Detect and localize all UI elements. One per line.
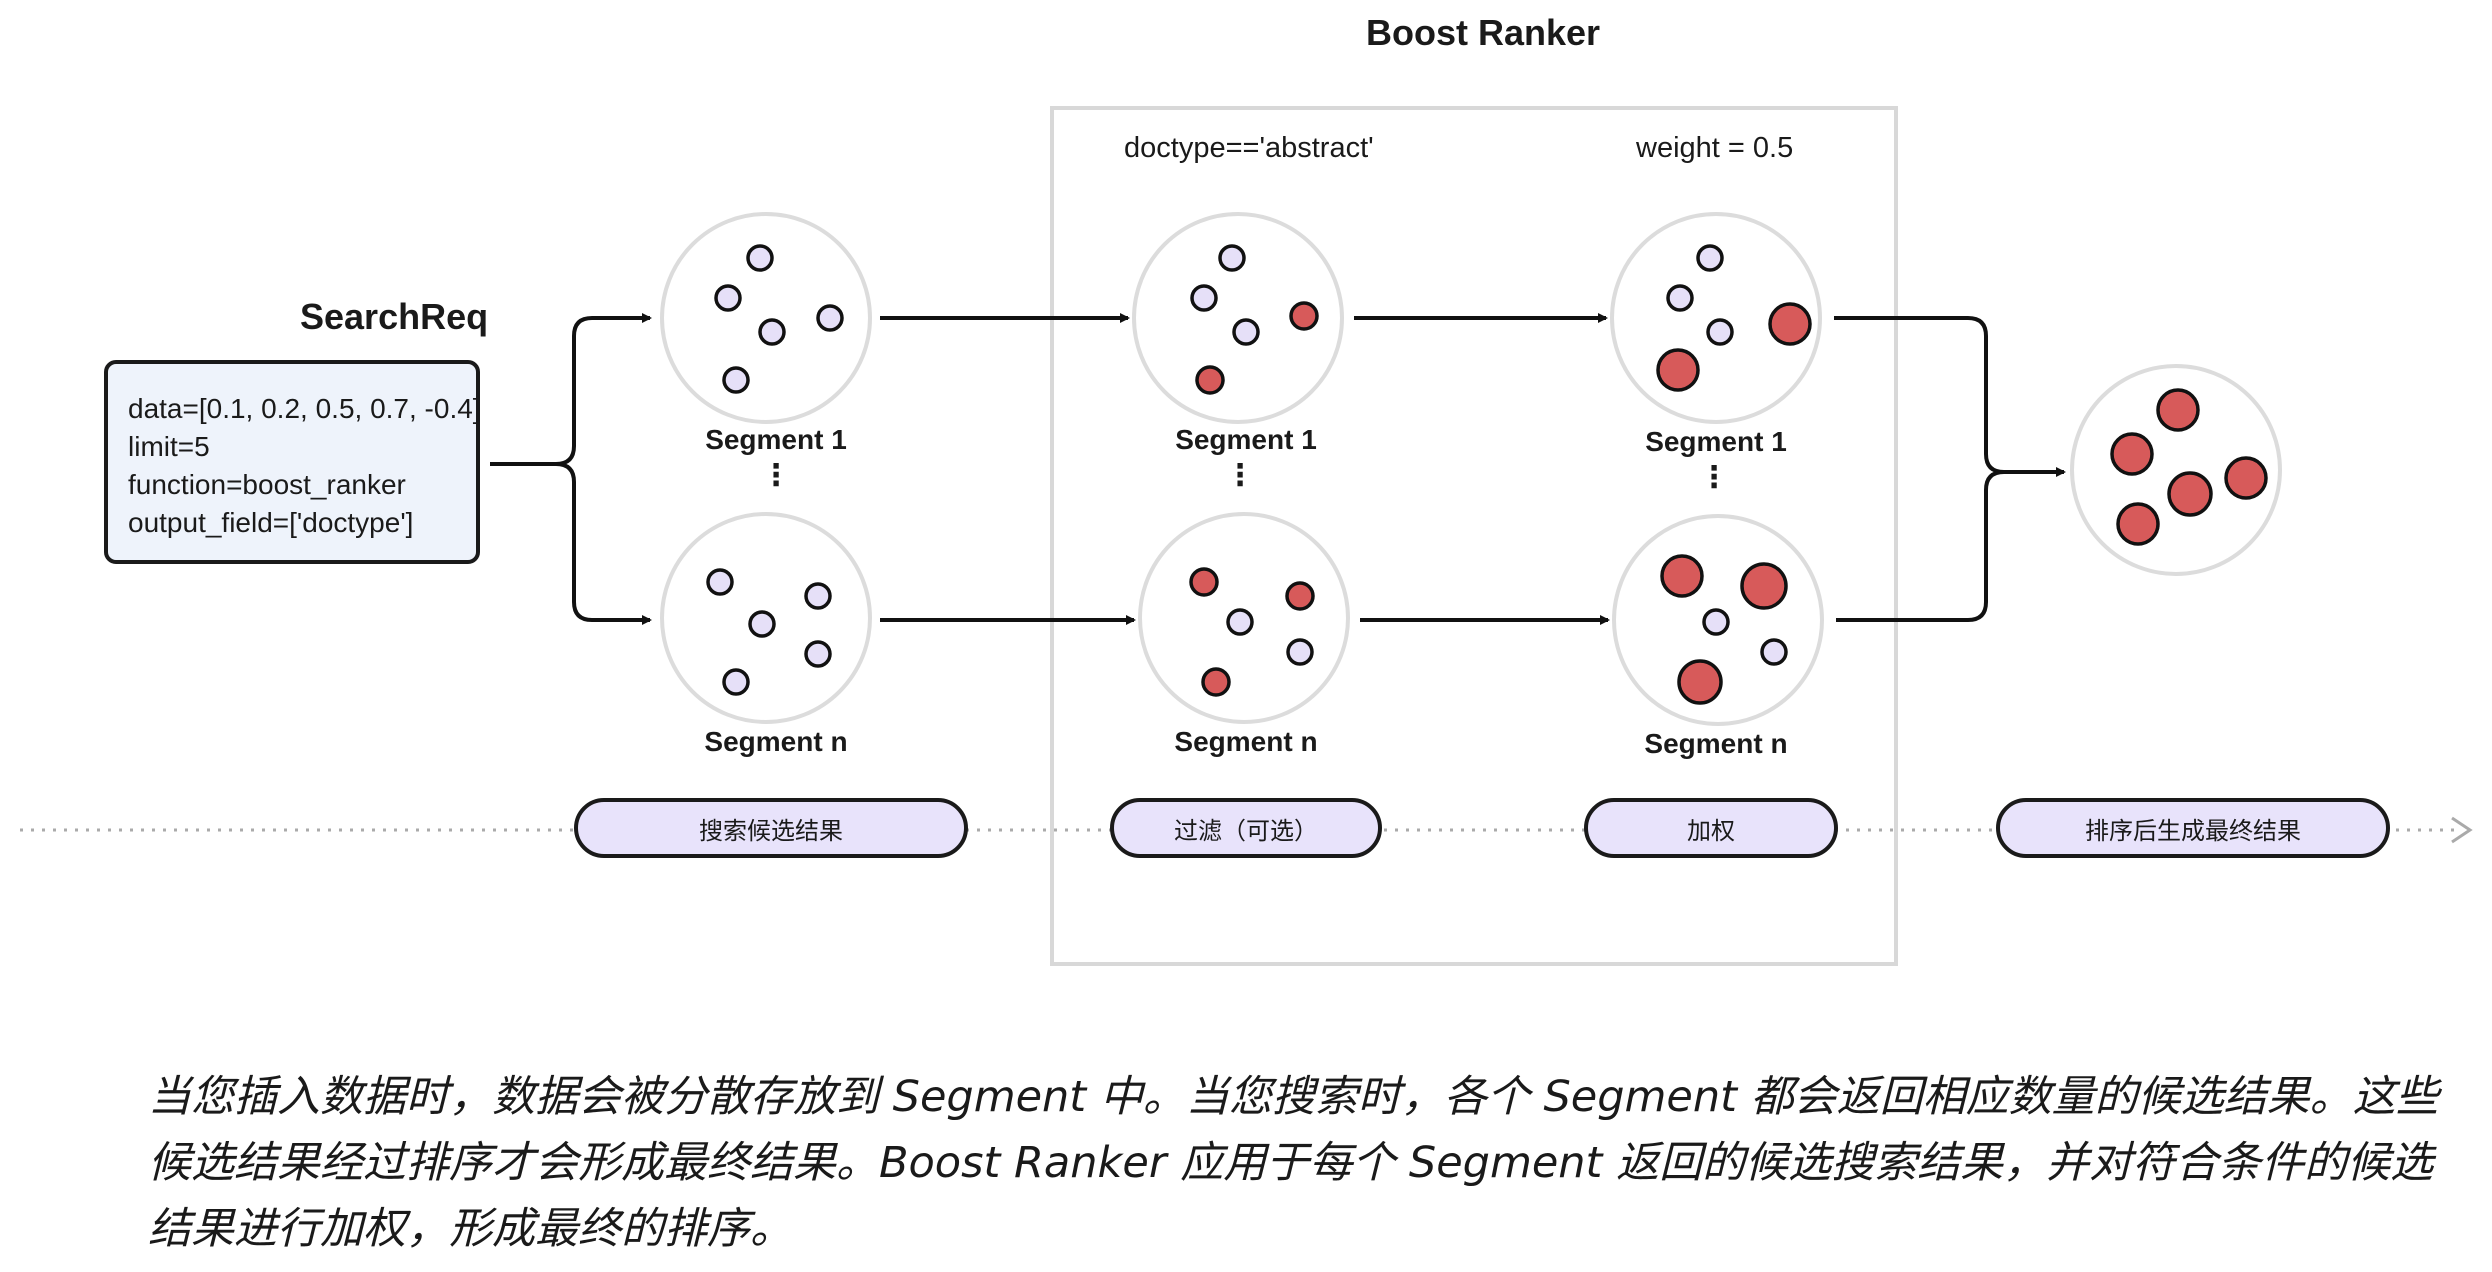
candidate-result-dot: [804, 582, 832, 610]
search-request-box: data=[0.1, 0.2, 0.5, 0.7, -0.4] limit=5 …: [104, 360, 481, 564]
segment-label: Segment 1: [1175, 424, 1317, 455]
candidate-result-dot: [1760, 638, 1788, 666]
candidate-result-dot: [722, 366, 750, 394]
matched-result-dot: [1660, 554, 1704, 598]
stage-pill-search: 搜索候选结果: [574, 798, 968, 858]
matched-result-dot: [2167, 471, 2213, 517]
matched-result-dot: [1201, 667, 1231, 697]
ellipsis-icon: ⋮: [1225, 459, 1255, 492]
stage-pill-weight: 加权: [1584, 798, 1838, 858]
filter-condition-label: doctype=='abstract': [1124, 132, 1374, 164]
search-request-title: SearchReq: [300, 296, 489, 337]
candidate-result-dot: [1286, 638, 1314, 666]
candidate-result-dot: [816, 304, 844, 332]
stage-pill-filter: 过滤（可选）: [1110, 798, 1382, 858]
candidate-result-dot: [804, 640, 832, 668]
candidate-result-dot: [1226, 608, 1254, 636]
candidate-result-dot: [1666, 284, 1694, 312]
segment-label: Segment 1: [1645, 426, 1787, 457]
matched-result-dot: [2224, 456, 2268, 500]
candidate-result-dot: [1232, 318, 1260, 346]
candidate-result-dot: [746, 244, 774, 272]
candidate-result-dot: [714, 284, 742, 312]
ellipsis-icon: ⋮: [1699, 461, 1729, 494]
matched-result-dot: [2110, 432, 2154, 476]
matched-result-dot: [1289, 301, 1319, 331]
request-param: limit=5: [128, 431, 210, 462]
candidate-result-dot: [706, 568, 734, 596]
segment-circle: [1132, 212, 1344, 424]
candidate-result-dot: [1696, 244, 1724, 272]
weight-condition-label: weight = 0.5: [1636, 132, 1794, 164]
matched-result-dot: [1740, 562, 1788, 610]
matched-result-dot: [2156, 388, 2200, 432]
matched-result-dot: [1285, 581, 1315, 611]
merge-connector: [1834, 316, 2066, 477]
candidate-result-dot: [1706, 318, 1734, 346]
candidate-result-dot: [1218, 244, 1246, 272]
segment-circle: [660, 212, 872, 424]
merge-connector-n: [1836, 470, 2005, 622]
candidate-result-dot: [758, 318, 786, 346]
request-param: function=boost_ranker: [128, 469, 406, 500]
segment-label: Segment n: [1174, 726, 1318, 757]
matched-result-dot: [1677, 659, 1723, 705]
request-param: output_field=['doctype']: [128, 507, 414, 538]
stage-pill-final-sort: 排序后生成最终结果: [1996, 798, 2390, 858]
matched-result-dot: [1195, 365, 1225, 395]
matched-result-dot: [1656, 348, 1700, 392]
request-param: data=[0.1, 0.2, 0.5, 0.7, -0.4]: [128, 393, 481, 424]
matched-result-dot: [1768, 302, 1812, 346]
boost-ranker-frame: [1050, 106, 1898, 966]
timeline-arrow-icon: [2451, 816, 2473, 844]
matched-result-dot: [1189, 567, 1219, 597]
diagram-title: Boost Ranker: [1366, 12, 1601, 53]
candidate-result-dot: [722, 668, 750, 696]
caption-text: 当您插入数据时，数据会被分散存放到 Segment 中。当您搜索时，各个 Seg…: [148, 1072, 2439, 1254]
segment-label: Segment n: [1644, 728, 1788, 759]
matched-result-dot: [2116, 502, 2160, 546]
ellipsis-icon: ⋮: [761, 459, 791, 492]
segment-label: Segment 1: [705, 424, 847, 455]
request-split-connector: [490, 313, 652, 466]
segment-label: Segment n: [704, 726, 848, 757]
candidate-result-dot: [1190, 284, 1218, 312]
candidate-result-dot: [748, 610, 776, 638]
request-split-connector-n: [555, 462, 652, 625]
candidate-result-dot: [1702, 608, 1730, 636]
